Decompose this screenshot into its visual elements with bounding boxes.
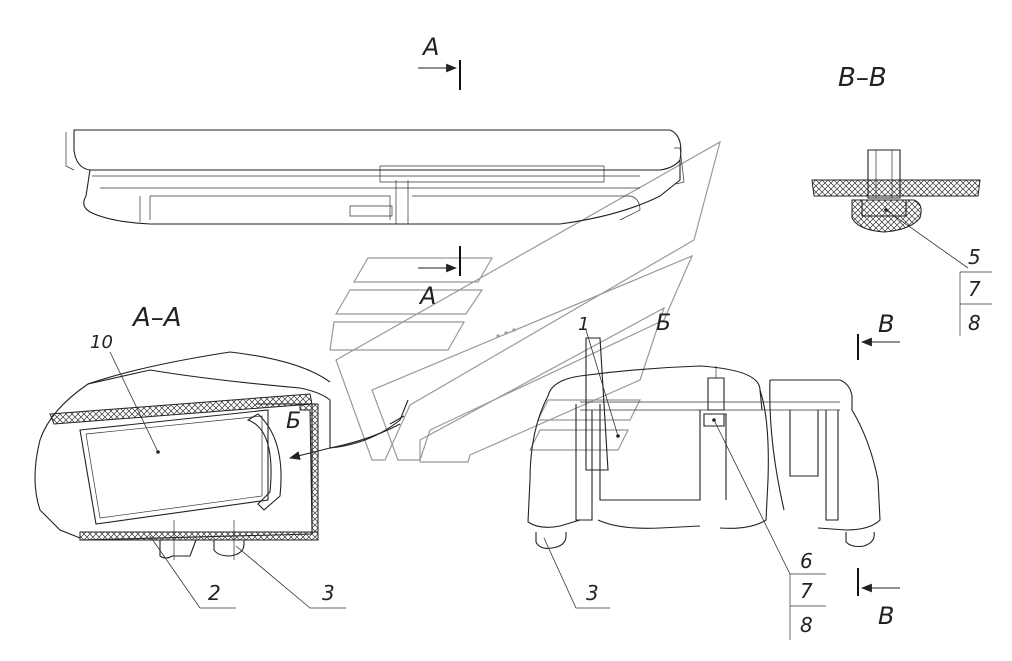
label-b-upper: B [878, 310, 894, 338]
section-bb-title: B–B [838, 63, 887, 93]
section-aa: A–A Б 10 2 3 [34, 303, 409, 609]
label-6: 6 [800, 549, 813, 573]
label-be-lower: Б [656, 311, 671, 336]
label-8-bottom: 8 [800, 613, 813, 637]
label-10: 10 [90, 332, 113, 353]
section-marker-b-upper: B [857, 310, 900, 360]
section-marker-b-lower: B [857, 568, 900, 630]
label-a-top: A [421, 33, 439, 61]
section-aa-title: A–A [131, 303, 182, 333]
top-view [65, 129, 685, 225]
front-view: 1 Б 3 6 7 8 [527, 311, 881, 640]
label-5: 5 [968, 245, 981, 269]
section-marker-a-top: A [418, 33, 461, 90]
label-a-mid: A [418, 282, 436, 310]
section-bb-detail: B–B 5 7 8 [811, 63, 992, 336]
label-b-lower: B [878, 602, 894, 630]
label-be-upper: Б [286, 409, 301, 434]
label-1: 1 [578, 314, 589, 335]
label-7-bottom: 7 [800, 579, 813, 603]
label-8-top: 8 [968, 311, 981, 335]
label-2: 2 [208, 581, 221, 605]
watermark-logo [329, 140, 721, 463]
label-7-top: 7 [968, 277, 981, 301]
label-3-right: 3 [586, 581, 599, 605]
section-marker-a-mid: A [418, 246, 461, 310]
label-3-left: 3 [322, 581, 335, 605]
